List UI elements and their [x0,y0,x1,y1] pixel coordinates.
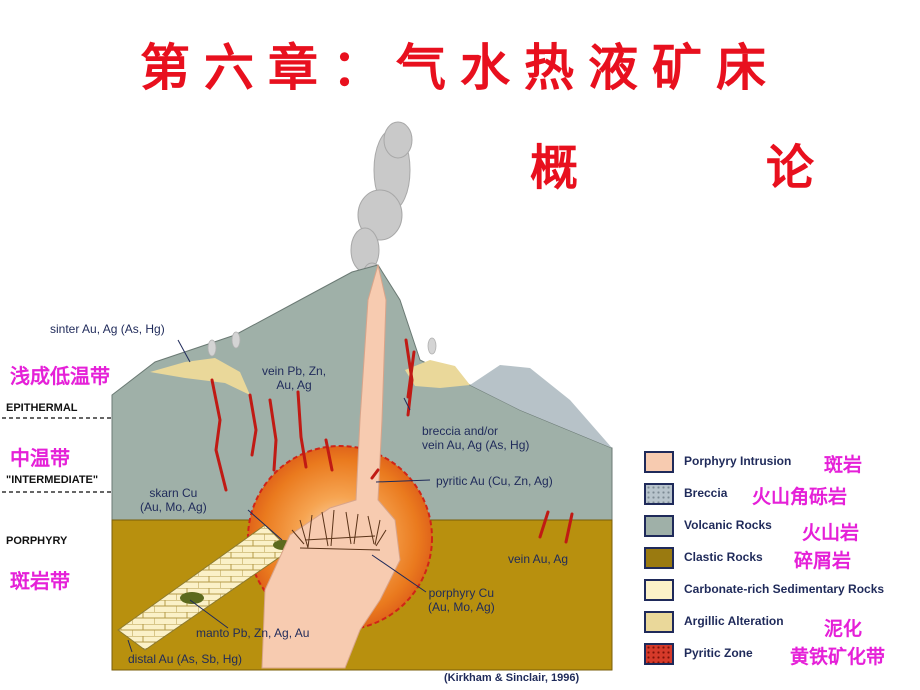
argillic-cap-right [405,360,470,388]
breccia-label: breccia and/or vein Au, Ag (As, Hg) [422,424,529,452]
legend: Porphyry Intrusion 斑岩 Breccia 火山角砾岩 Volc… [644,448,920,672]
epithermal-zone-cn: 浅成低温带 [10,364,110,388]
legend-item-pyritic-zone: Pyritic Zone 黄铁矿化带 [644,640,920,672]
vein-au-ag-text: vein Au, Ag [508,552,569,566]
leader-lines [127,339,431,653]
legend-label-cn: 火山角砾岩 [752,486,848,508]
sinter-label: sinter Au, Ag (As, Hg) [50,322,165,336]
porphyry-zone-en: PORPHYRY [6,535,68,547]
page-title: 第六章：气水热液矿床 [140,39,780,97]
fumaroles [207,331,437,357]
legend-swatch [644,579,674,601]
veins [210,338,574,544]
skarn-cu-line1: skarn Cu [149,486,198,500]
skarn-cu-label: skarn Cu (Au, Mo, Ag) [140,486,207,514]
porphyry-cu-line2: (Au, Mo, Ag) [428,600,495,614]
manto-text: manto Pb, Zn, Ag, Au [196,626,310,640]
porphyry-zone-cn: 斑岩带 [10,569,70,593]
legend-item-argillic-alteration: Argillic Alteration 泥化 [644,608,920,640]
legend-label-en: Pyritic Zone [684,646,753,660]
legend-swatch [644,483,674,505]
citation: (Kirkham & Sinclair, 1996) [444,672,580,684]
pyritic-au-label: pyritic Au (Cu, Zn, Ag) [436,474,553,488]
vein-pb-zn-label: vein Pb, Zn, Au, Ag [262,364,326,392]
smoke-plume [350,121,413,288]
manto-label: manto Pb, Zn, Ag, Au [196,626,309,640]
breccia-line2: vein Au, Ag (As, Hg) [422,438,530,452]
porphyry-cu-line1: porphyry Cu [428,586,495,600]
legend-label-cn: 泥化 [824,618,863,640]
legend-label-cn: 黄铁矿化带 [790,646,886,668]
legend-label-en: Volcanic Rocks [684,518,772,532]
legend-label-cn: 碎屑岩 [794,550,852,572]
legend-label-en: Argillic Alteration [684,614,784,628]
legend-item-clastic-rocks: Clastic Rocks 碎屑岩 [644,544,920,576]
legend-label-en: Porphyry Intrusion [684,454,792,468]
vein-au-ag-label: vein Au, Ag [508,552,568,566]
page-subtitle: 概 论 [530,140,885,196]
legend-item-breccia: Breccia 火山角砾岩 [644,480,920,512]
argillic-cap-left [150,358,250,395]
skarn-cu-line2: (Au, Mo, Ag) [140,500,207,514]
intermediate-zone-cn: 中温带 [10,446,70,470]
legend-label-cn: 斑岩 [824,454,863,476]
legend-label-en: Carbonate-rich Sedimentary Rocks [684,582,885,596]
pyritic-au-text: pyritic Au (Cu, Zn, Ag) [436,474,553,488]
secondary-peak [470,365,612,448]
vein-pb-zn-line1: vein Pb, Zn, [262,364,327,378]
legend-label-cn: 火山岩 [802,522,860,544]
legend-item-carbonate-rocks: Carbonate-rich Sedimentary Rocks [644,576,920,608]
epithermal-zone-en: EPITHERMAL [6,402,78,414]
legend-item-volcanic-rocks: Volcanic Rocks 火山岩 [644,512,920,544]
breccia-line1: breccia and/or [422,424,499,438]
stockwork [291,509,387,551]
legend-swatch [644,547,674,569]
legend-label-en: Clastic Rocks [684,550,763,564]
legend-swatch [644,515,674,537]
distal-au-label: distal Au (As, Sb, Hg) [128,652,242,666]
sinter-label-text: sinter Au, Ag (As, Hg) [50,322,165,336]
intermediate-zone-en: "INTERMEDIATE" [6,474,99,486]
legend-swatch [644,611,674,633]
legend-swatch [644,451,674,473]
porphyry-cu-label: porphyry Cu (Au, Mo, Ag) [428,586,495,614]
vein-pb-zn-line2: Au, Ag [276,378,312,392]
legend-item-porphyry-intrusion: Porphyry Intrusion 斑岩 [644,448,920,480]
porphyry-intrusion [261,264,401,669]
distal-au-text: distal Au (As, Sb, Hg) [128,652,243,666]
zone-boundaries [2,417,112,493]
legend-swatch [644,643,674,665]
legend-label-en: Breccia [684,486,728,500]
